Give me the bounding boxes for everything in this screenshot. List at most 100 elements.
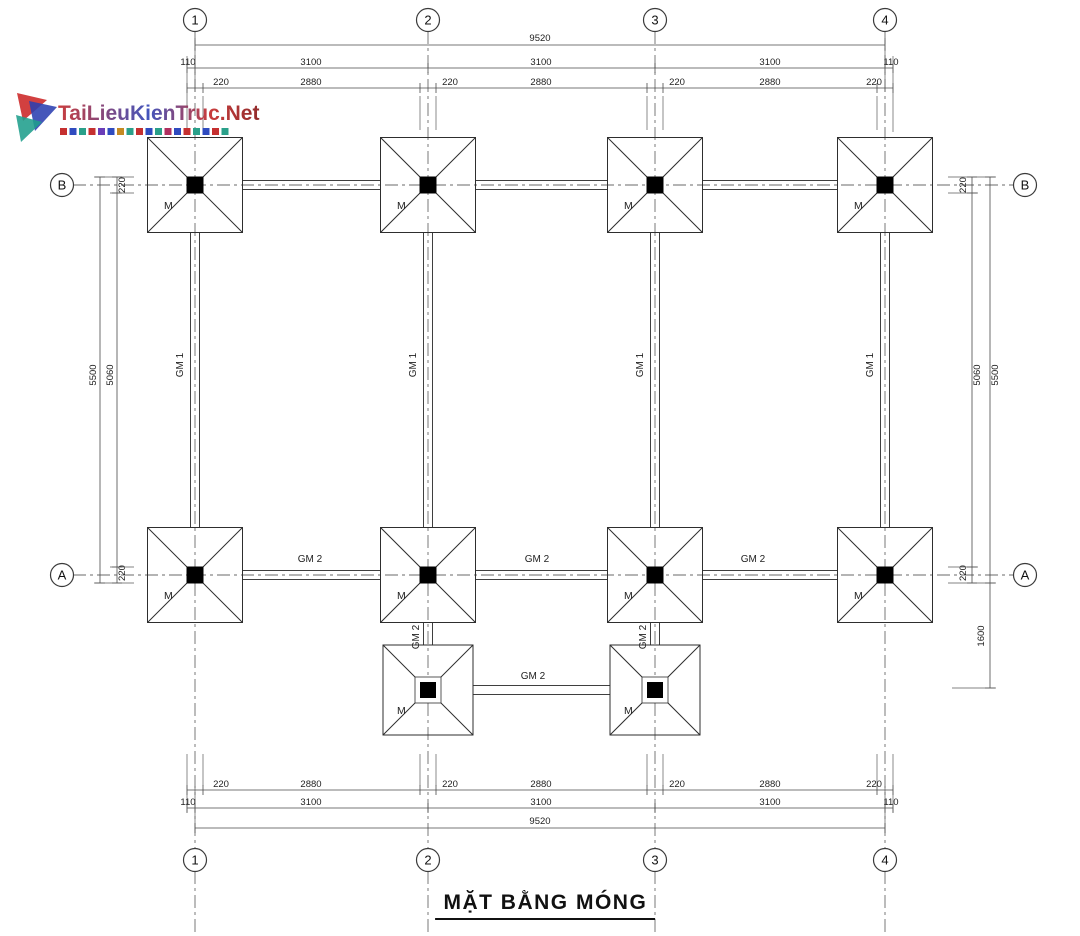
axis-circle: 1 <box>182 7 208 33</box>
dim-label: 3100 <box>530 57 551 68</box>
dim-label: 3100 <box>759 797 780 808</box>
axis-label: B <box>1021 178 1030 193</box>
axis-circle: 2 <box>415 847 441 873</box>
beam-label: GM 2 <box>411 624 422 649</box>
grid-lines <box>73 31 1014 934</box>
footing: M <box>147 527 243 623</box>
footing-outline <box>607 527 703 623</box>
column-label: M <box>624 200 633 212</box>
footing: M <box>837 527 933 623</box>
axis-circle-outline <box>49 172 75 198</box>
dim-label: 9520 <box>529 816 550 827</box>
beam-label: GM 1 <box>408 352 419 377</box>
dim-label: 220 <box>442 779 458 790</box>
dim-label: 5500 <box>990 364 1001 385</box>
extension-lines <box>94 38 996 832</box>
footing-outline <box>607 137 703 233</box>
axis-label: 4 <box>881 853 888 868</box>
pixel-square <box>98 128 105 135</box>
column-marker <box>646 176 664 194</box>
dimension: 5500 <box>88 176 105 584</box>
footing-outline <box>380 137 476 233</box>
footing-outline <box>380 527 476 623</box>
axis-circle-outline <box>642 7 668 33</box>
footing: M <box>609 644 701 736</box>
dim-label: 220 <box>442 77 458 88</box>
pixel-square <box>136 128 143 135</box>
axis-circle: 4 <box>872 7 898 33</box>
footing-outline <box>382 644 474 736</box>
footing-outline <box>147 527 243 623</box>
column-marker <box>876 566 894 584</box>
dim-label: 220 <box>669 779 685 790</box>
axis-label: B <box>58 178 67 193</box>
watermark-svg: TaiLieuKienTruc.Net <box>16 93 259 142</box>
footing: M <box>607 527 703 623</box>
footing: M <box>607 137 703 233</box>
dim-label: 220 <box>958 565 969 581</box>
axis-label: 1 <box>191 13 198 28</box>
column-label: M <box>854 590 863 602</box>
dim-label: 220 <box>213 77 229 88</box>
dim-label: 220 <box>213 779 229 790</box>
dim-label: 220 <box>117 177 128 193</box>
axis-circle: 4 <box>872 847 898 873</box>
axis-label: 2 <box>424 853 431 868</box>
footing: M <box>147 137 243 233</box>
column-label: M <box>624 705 633 717</box>
dim-label: 110 <box>883 797 898 808</box>
dimension: 220 2880 220 2880 220 2880 220 <box>186 779 894 795</box>
footing-outline <box>147 137 243 233</box>
axis-circle-outline <box>49 562 75 588</box>
beam-label: GM 2 <box>525 554 550 565</box>
pixel-square <box>212 128 219 135</box>
pixel-square <box>107 128 115 135</box>
axis-circle-outline <box>415 7 441 33</box>
pixel-square <box>164 128 172 135</box>
beam-label: GM 2 <box>521 671 546 682</box>
dim-label: 220 <box>866 779 882 790</box>
column-marker <box>876 176 894 194</box>
pixel-square <box>126 128 134 135</box>
watermark: TaiLieuKienTruc.Net <box>14 88 264 150</box>
dim-label: 2880 <box>530 779 551 790</box>
axis-circle: 2 <box>415 7 441 33</box>
axis-circle: A <box>49 562 75 588</box>
dim-label: 3100 <box>300 797 321 808</box>
watermark-logo-icon <box>16 93 57 142</box>
column-marker <box>419 176 437 194</box>
axis-circle-outline <box>872 7 898 33</box>
axis-circle-outline <box>182 7 208 33</box>
column-marker <box>420 682 436 698</box>
axis-label: A <box>58 568 67 583</box>
dim-label: 2880 <box>759 779 780 790</box>
dimension: 5500 <box>985 176 1001 584</box>
beam-label: GM 1 <box>175 352 186 377</box>
pixel-square <box>69 128 77 135</box>
pixel-square <box>88 128 96 135</box>
pixel-square <box>155 128 162 135</box>
dimension: 9520 <box>194 33 886 50</box>
dim-label: 2880 <box>300 77 321 88</box>
beam-label: GM 2 <box>298 554 323 565</box>
dim-label: 1600 <box>976 625 987 646</box>
dim-label: 220 <box>866 77 882 88</box>
beam-label: GM 2 <box>638 624 649 649</box>
logo-triangle <box>16 115 42 142</box>
dim-label: 110 <box>180 57 195 68</box>
axis-circle: 3 <box>642 847 668 873</box>
column-marker <box>186 176 204 194</box>
dim-label: 2880 <box>300 779 321 790</box>
dim-label: 5060 <box>972 364 983 385</box>
dim-label: 220 <box>669 77 685 88</box>
beam-label: GM 2 <box>741 554 766 565</box>
dimension: 9520 <box>194 816 886 833</box>
pixel-square <box>183 128 191 135</box>
column-marker <box>647 682 663 698</box>
axis-circle: B <box>1012 172 1038 198</box>
footing: M <box>837 137 933 233</box>
